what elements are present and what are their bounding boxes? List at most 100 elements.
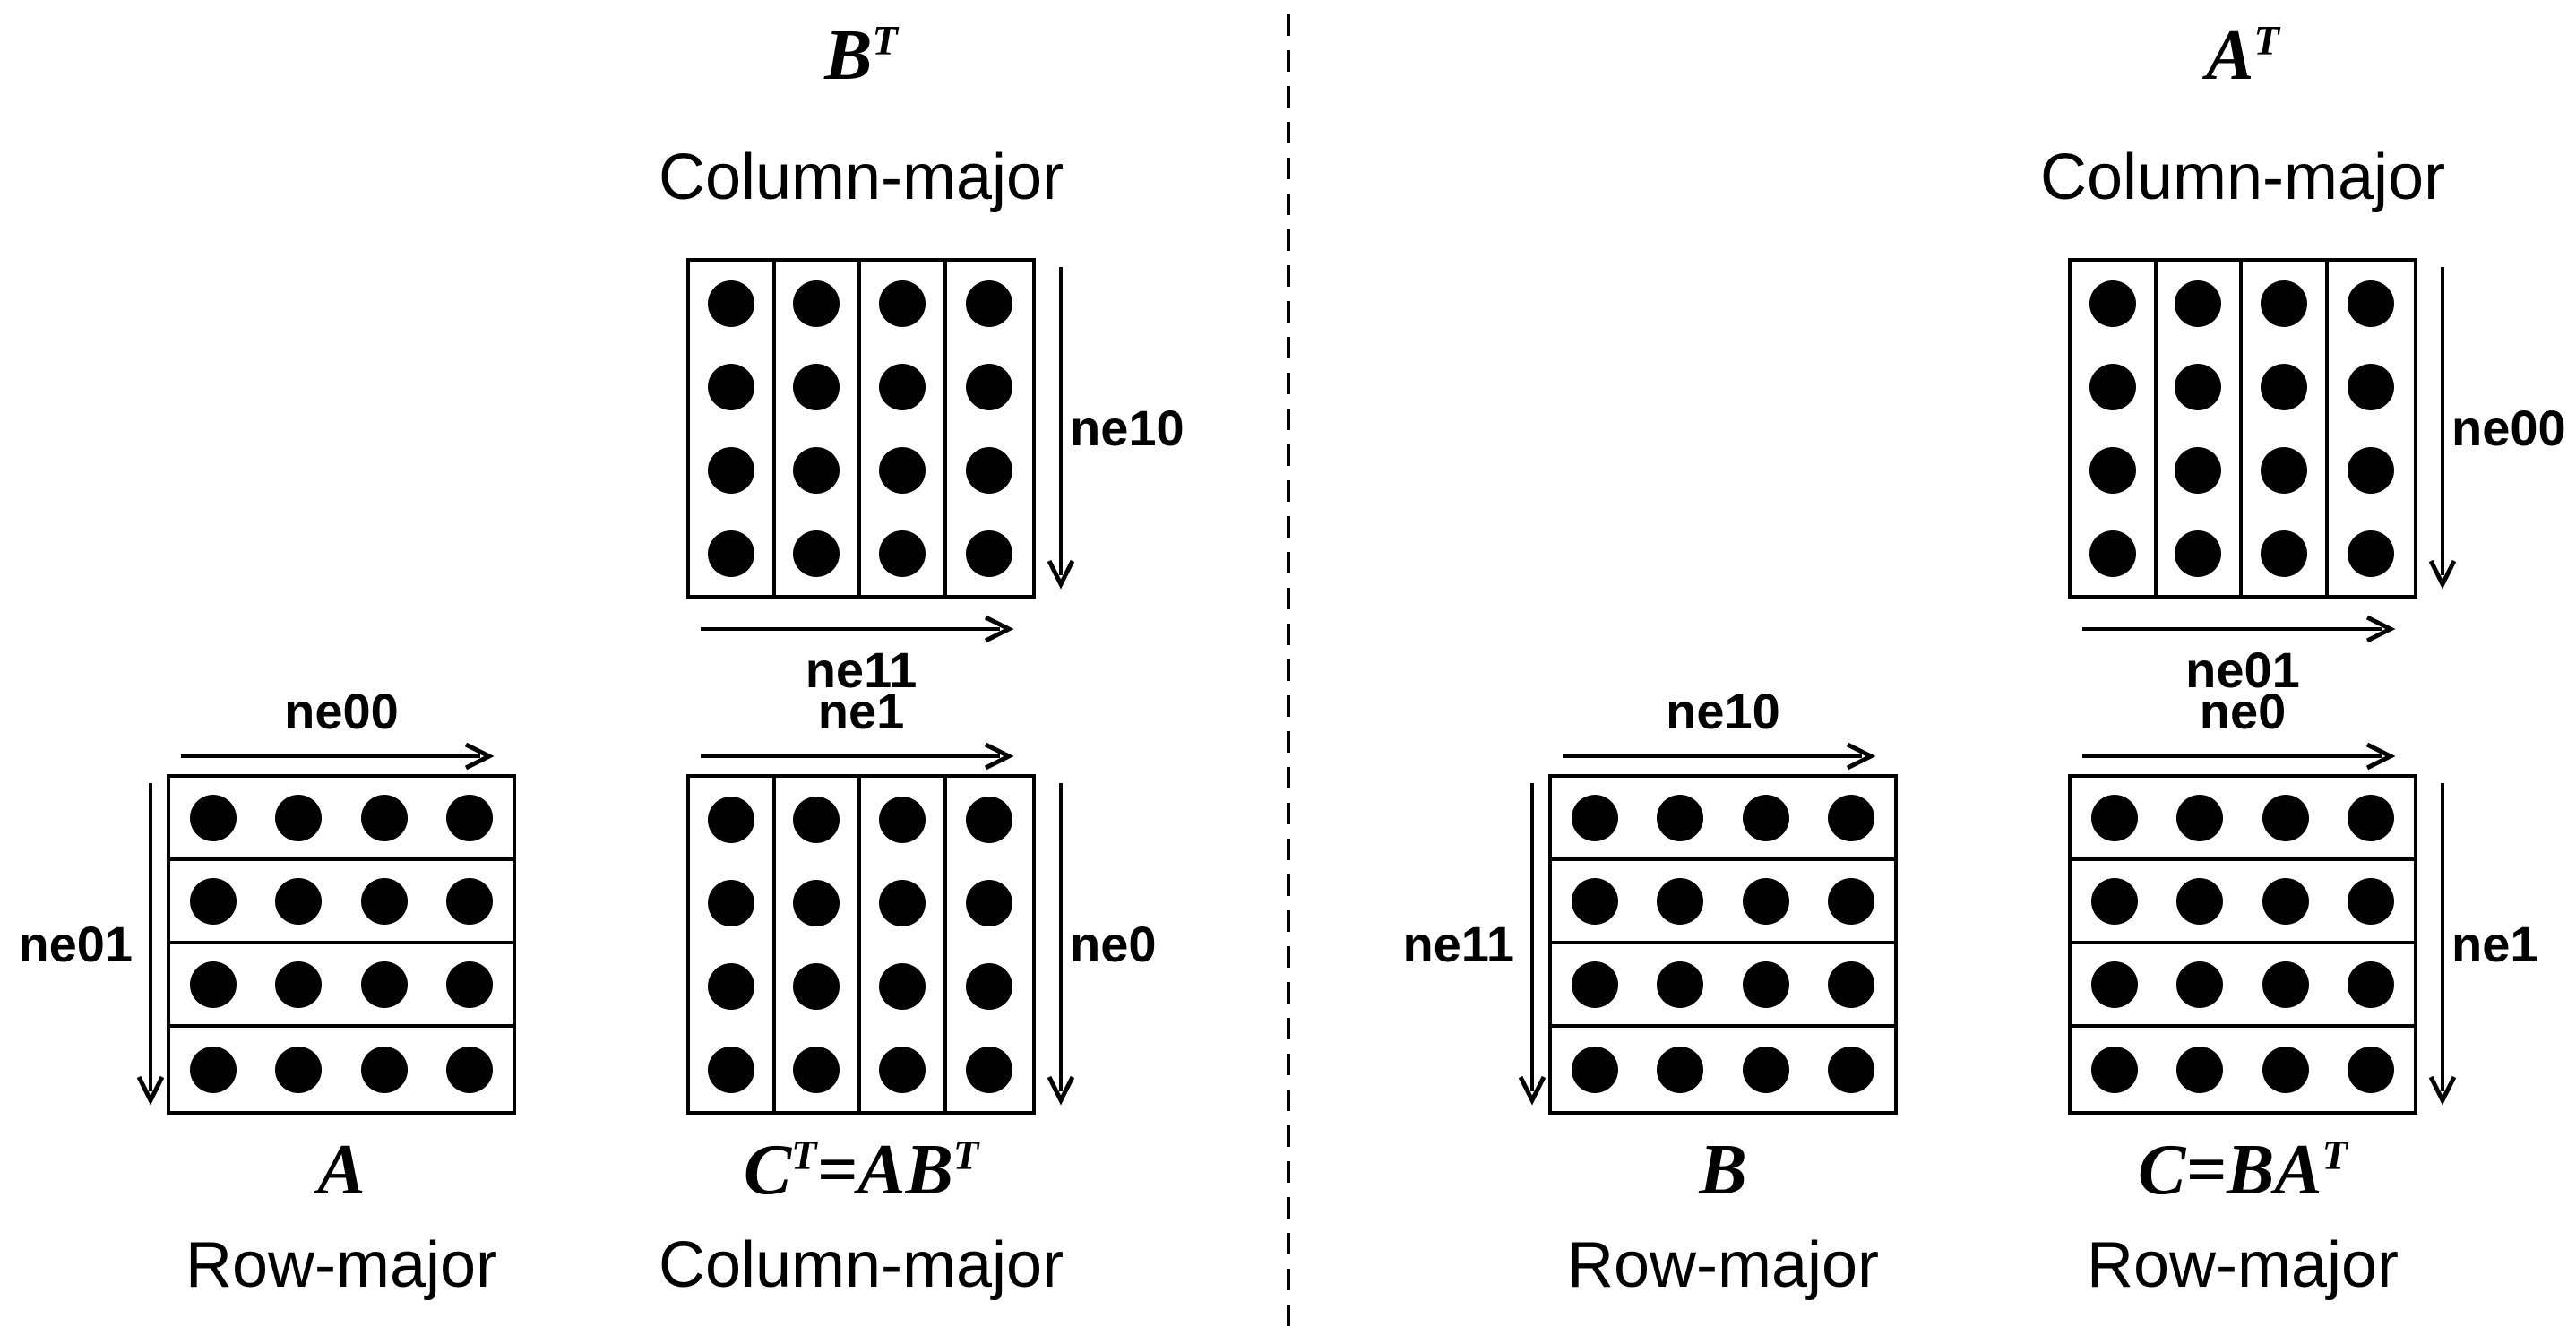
matrix-cell <box>2072 1028 2158 1111</box>
matrix-cell <box>426 944 513 1028</box>
matrix-grid <box>686 258 1036 599</box>
element-dot-icon <box>793 446 840 494</box>
matrix-c-transpose: ne1 ne0 CT=ABT Column-major <box>659 686 1157 1298</box>
matrix-cell <box>1637 778 1723 861</box>
matrix-layout-label: Row-major <box>185 1229 498 1301</box>
matrix-cell <box>2072 428 2158 512</box>
dim-label-ne00: ne00 <box>2451 400 2566 456</box>
dim-label-ne1: ne1 <box>817 683 905 739</box>
element-dot-icon <box>360 1046 408 1093</box>
matrix-cell <box>861 428 947 512</box>
element-dot-icon <box>446 794 494 841</box>
element-dot-icon <box>1571 1046 1618 1093</box>
matrix-layout-label: Column-major <box>658 142 1064 213</box>
matrix-cell <box>1723 1028 1809 1111</box>
matrix-b: ne10 ne11 B Row-major <box>1402 686 1898 1297</box>
matrix-cell <box>255 778 341 861</box>
matrix-cell <box>2243 1028 2329 1111</box>
element-dot-icon <box>2090 877 2138 925</box>
element-dot-icon <box>275 794 323 841</box>
element-dot-icon <box>1742 961 1789 1008</box>
element-dot-icon <box>707 530 754 577</box>
matrix-c: ne0 ne1 C=BAT Row-major <box>2068 686 2538 1297</box>
element-dot-icon <box>878 1046 926 1093</box>
matrix-cell <box>1552 861 1638 944</box>
dim-label-ne01: ne01 <box>2185 642 2300 698</box>
ne1-arrow-icon <box>2428 781 2457 1109</box>
matrix-a: ne00 ne01 A Row-major <box>18 686 516 1297</box>
ne0-arrow-icon <box>1047 781 1075 1109</box>
element-dot-icon <box>878 879 926 926</box>
element-dot-icon <box>878 446 926 494</box>
ne0-arrow-icon <box>2081 742 2399 771</box>
matrix-cell <box>690 512 776 595</box>
element-dot-icon <box>446 877 494 925</box>
matrix-cell <box>690 861 776 944</box>
element-dot-icon <box>2260 363 2307 410</box>
element-dot-icon <box>2089 530 2136 577</box>
ne01-arrow-icon <box>2081 615 2399 643</box>
element-dot-icon <box>966 879 1013 926</box>
element-dot-icon <box>189 961 237 1008</box>
matrix-cell <box>2243 778 2329 861</box>
dim-label-ne0: ne0 <box>2199 683 2287 739</box>
element-dot-icon <box>2262 877 2309 925</box>
element-dot-icon <box>1742 794 1789 841</box>
section-divider <box>1287 14 1290 1326</box>
matrix-grid <box>1548 774 1898 1115</box>
matrix-cell <box>1638 1028 1724 1111</box>
element-dot-icon <box>707 363 754 410</box>
matrix-cell <box>2329 345 2415 428</box>
matrix-cell <box>690 428 776 512</box>
matrix-cell <box>861 512 947 595</box>
matrix-cell <box>2158 512 2243 595</box>
matrix-cell <box>776 944 861 1028</box>
dim-label-ne10: ne10 <box>1666 683 1780 739</box>
matrix-cell <box>2329 512 2415 595</box>
matrix-cell <box>2158 345 2243 428</box>
matrix-cell <box>2329 262 2415 345</box>
element-dot-icon <box>2260 280 2307 327</box>
matrix-cell <box>2328 778 2414 861</box>
element-dot-icon <box>878 280 926 327</box>
element-dot-icon <box>966 530 1013 577</box>
element-dot-icon <box>2348 961 2395 1008</box>
matrix-cell <box>2329 428 2415 512</box>
matrix-cell <box>861 861 947 944</box>
matrix-cell <box>947 262 1033 345</box>
element-dot-icon <box>2348 446 2395 494</box>
element-dot-icon <box>2260 530 2307 577</box>
matrix-grid <box>686 774 1036 1115</box>
matrix-cell <box>947 512 1033 595</box>
element-dot-icon <box>1571 961 1618 1008</box>
element-dot-icon <box>2348 794 2395 841</box>
matrix-cell <box>1809 1028 1895 1111</box>
matrix-cell <box>947 861 1033 944</box>
matrix-cell <box>776 262 861 345</box>
matrix-title: B <box>1699 1131 1747 1210</box>
element-dot-icon <box>966 796 1013 843</box>
element-dot-icon <box>966 446 1013 494</box>
dim-label-ne10: ne10 <box>1070 400 1185 456</box>
dim-label-ne01: ne01 <box>18 916 133 972</box>
element-dot-icon <box>707 796 754 843</box>
ne00-arrow-icon <box>2428 265 2457 593</box>
element-dot-icon <box>707 446 754 494</box>
matrix-cell <box>1723 944 1809 1028</box>
matrix-cell <box>170 1028 256 1111</box>
matrix-cell <box>1808 778 1894 861</box>
element-dot-icon <box>707 280 754 327</box>
element-dot-icon <box>360 961 408 1008</box>
element-dot-icon <box>2176 794 2224 841</box>
matrix-cell <box>1637 861 1723 944</box>
element-dot-icon <box>793 879 840 926</box>
element-dot-icon <box>2262 961 2309 1008</box>
matrix-cell <box>2072 262 2158 345</box>
matrix-cell <box>2158 1028 2244 1111</box>
element-dot-icon <box>1657 794 1704 841</box>
element-dot-icon <box>2262 1046 2309 1093</box>
matrix-cell <box>2072 345 2158 428</box>
element-dot-icon <box>189 877 237 925</box>
element-dot-icon <box>2175 530 2222 577</box>
matrix-cell <box>947 345 1033 428</box>
